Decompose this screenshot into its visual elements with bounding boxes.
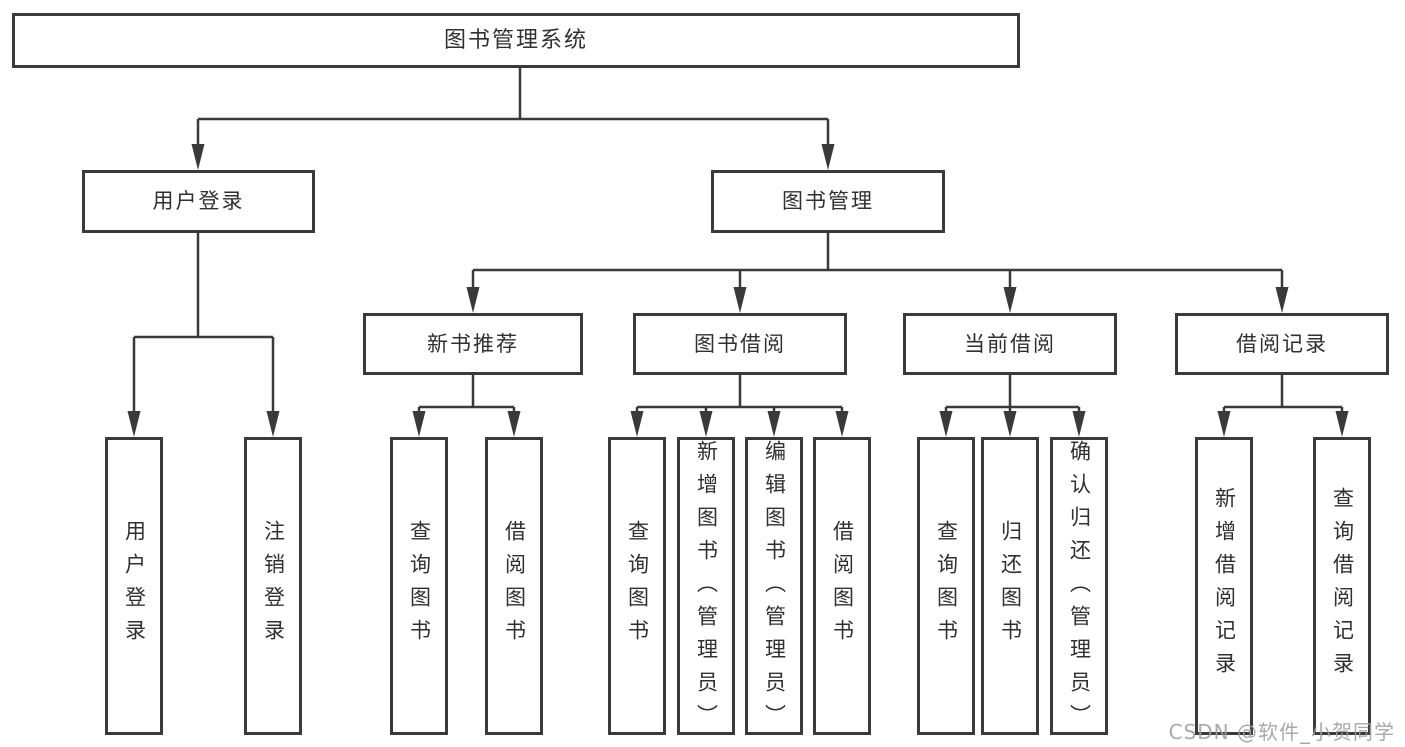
node-label: 查询图书 — [625, 520, 650, 652]
node-label: 借阅图书 — [830, 520, 855, 652]
node-library-management-system: 图书管理系统 — [12, 13, 1020, 68]
node-edit-book-admin: 编辑图书（管理员） — [745, 437, 803, 737]
node-logout: 注销登录 — [244, 437, 302, 735]
node-borrow-books-borrowing: 借阅图书 — [813, 437, 871, 735]
node-query-books-borrowing: 查询图书 — [608, 437, 666, 735]
node-label: 新增借阅记录 — [1212, 487, 1237, 685]
node-label: 当前借阅 — [964, 331, 1056, 356]
node-label: 查询图书 — [934, 520, 959, 652]
node-book-management: 图书管理 — [711, 170, 945, 233]
node-user-login: 用户登录 — [82, 170, 315, 233]
node-add-book-admin: 新增图书（管理员） — [677, 437, 735, 737]
node-label: 用户登录 — [152, 189, 245, 213]
node-label: 查询借阅记录 — [1330, 487, 1355, 685]
node-return-books: 归还图书 — [981, 437, 1039, 735]
node-label: 查询图书 — [407, 520, 432, 652]
node-query-borrow-record: 查询借阅记录 — [1313, 437, 1371, 735]
node-query-books-current: 查询图书 — [917, 437, 975, 735]
node-label: 注销登录 — [261, 520, 286, 652]
node-confirm-return-admin: 确认归还（管理员） — [1050, 437, 1108, 737]
node-label: 归还图书 — [998, 520, 1023, 652]
node-add-borrow-record: 新增借阅记录 — [1195, 437, 1253, 735]
node-new-book-recommendation: 新书推荐 — [363, 313, 583, 375]
node-label: 用户登录 — [122, 520, 147, 652]
node-label: 新书推荐 — [427, 331, 519, 356]
node-current-borrowing: 当前借阅 — [903, 313, 1117, 375]
node-book-borrowing: 图书借阅 — [633, 313, 847, 375]
node-borrow-books-recommend: 借阅图书 — [485, 437, 543, 735]
node-label: 借阅记录 — [1236, 331, 1328, 356]
node-label: 图书管理系统 — [443, 27, 588, 53]
node-query-books-recommend: 查询图书 — [390, 437, 448, 735]
node-label: 新增图书（管理员） — [694, 440, 719, 737]
node-user-login-leaf: 用户登录 — [105, 437, 163, 735]
node-label: 确认归还（管理员） — [1067, 440, 1092, 737]
node-label: 图书管理 — [782, 189, 874, 213]
node-label: 编辑图书（管理员） — [762, 440, 787, 737]
node-label: 图书借阅 — [694, 331, 786, 356]
node-borrowing-records: 借阅记录 — [1175, 313, 1389, 375]
node-label: 借阅图书 — [502, 520, 527, 652]
watermark: CSDN @软件_小贺同学 — [1168, 720, 1395, 744]
